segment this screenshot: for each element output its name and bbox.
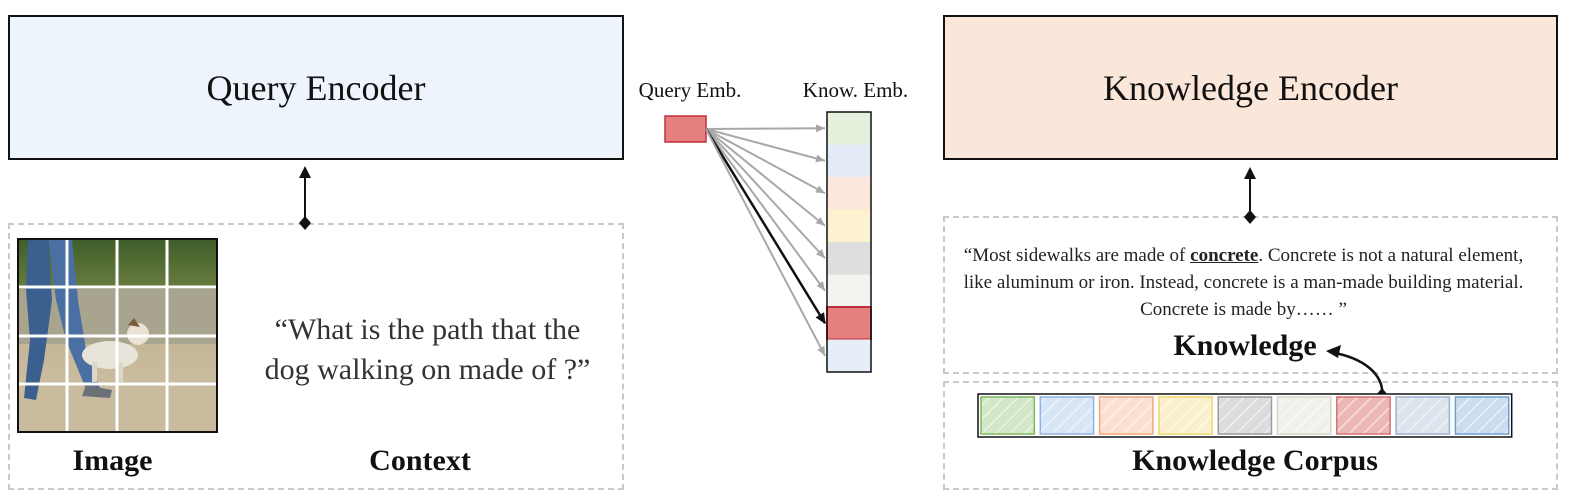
corpus-document-cell	[1217, 396, 1273, 435]
similarity-arrow	[704, 128, 827, 325]
corpus-document-cell	[1336, 396, 1391, 435]
passage-after: . Concrete is not a natural element, lik…	[963, 245, 1524, 320]
similarity-arrow	[705, 128, 826, 292]
similarity-arrow	[705, 128, 826, 357]
query-emb-label: Query Emb.	[638, 78, 742, 102]
context-label: Context	[369, 444, 471, 477]
knowledge-encoder-label: Knowledge Encoder	[1103, 67, 1398, 108]
query-encoder-box: Query Encoder	[8, 15, 624, 160]
knowledge-embedding-cell	[827, 242, 871, 275]
knowledge-embedding-cell	[827, 112, 871, 145]
corpus-document-cell	[1454, 396, 1510, 435]
image-label: Image	[72, 444, 153, 477]
similarity-arrow	[705, 124, 826, 133]
question-text: “What is the path that the dog walking o…	[235, 310, 620, 390]
similarity-arrow	[705, 128, 826, 195]
corpus-document-cell	[1098, 396, 1154, 435]
knowledge-connector-arrow	[1244, 167, 1256, 224]
query-embedding	[664, 115, 707, 143]
corpus-document-cell	[980, 396, 1036, 435]
corpus-document-cell	[1158, 396, 1213, 435]
knowledge-embedding-cell	[827, 209, 871, 242]
corpus-document-cell	[1039, 396, 1095, 435]
question-line-1: “What is the path that the	[274, 313, 581, 346]
knowledge-passage: “Most sidewalks are made of concrete. Co…	[955, 242, 1532, 323]
knowledge-embedding-cell	[827, 274, 871, 307]
knowledge-embedding-cell	[826, 306, 872, 341]
knowledge-encoder-box: Knowledge Encoder	[943, 15, 1558, 160]
query-input-panel	[8, 223, 624, 490]
corpus-document-cell	[1395, 396, 1451, 435]
query-encoder-label: Query Encoder	[206, 67, 426, 108]
corpus-label: Knowledge Corpus	[1132, 444, 1378, 477]
query-connector-arrow	[299, 166, 311, 230]
question-line-2: dog walking on made of ?”	[264, 353, 591, 386]
knowledge-embedding-cell	[827, 144, 871, 177]
passage-keyword: concrete	[1190, 245, 1259, 266]
similarity-arrow	[705, 128, 826, 259]
similarity-arrow	[705, 128, 826, 163]
knowledge-embedding-cell	[827, 339, 871, 372]
corpus-document-cell	[1276, 396, 1332, 435]
corpus-panel	[943, 381, 1558, 490]
similarity-arrow	[705, 128, 826, 227]
knowledge-label: Knowledge	[1173, 329, 1317, 362]
know-emb-label: Know. Emb.	[802, 78, 909, 102]
knowledge-embedding-column	[826, 111, 872, 373]
passage-before: “Most sidewalks are made of	[963, 245, 1191, 266]
knowledge-embedding-cell	[827, 177, 871, 210]
